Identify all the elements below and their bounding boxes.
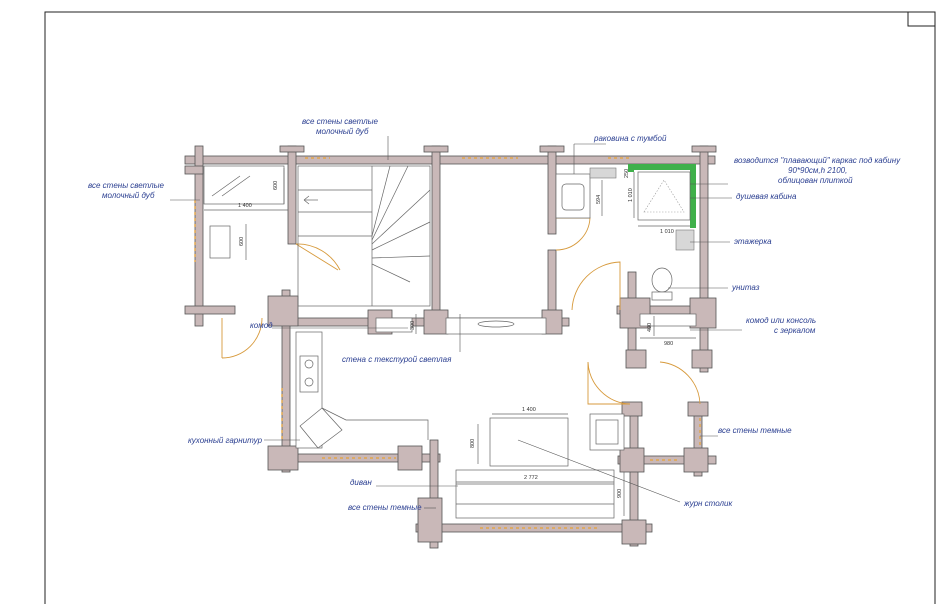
kitchen-set	[295, 331, 429, 449]
doors	[221, 217, 701, 405]
label-coffee-table: журн столик	[683, 499, 733, 508]
label-toilet: унитаз	[731, 283, 760, 292]
dim-2772: 2 772	[524, 475, 538, 481]
dim-594: 594	[596, 195, 602, 204]
bathroom	[555, 164, 697, 327]
label-walls-light-left-2: молочный дуб	[102, 191, 155, 200]
dim-900: 900	[617, 489, 623, 498]
label-walls-light-left-1: все стены светлые	[88, 181, 165, 190]
label-console-1: комод или консоль	[746, 316, 816, 325]
dim-980: 980	[664, 341, 673, 347]
label-sofa: диван	[350, 478, 372, 487]
walls	[184, 145, 717, 549]
dim-600-left: 600	[239, 237, 245, 246]
dim-1400-top: 1 400	[238, 203, 252, 209]
leader-lines	[170, 136, 742, 509]
dim-1010-h: 1 010	[660, 229, 674, 235]
label-kitchen: кухонный гарнитур	[188, 436, 263, 445]
annotations: все стены светлые молочный дуб все стены…	[88, 117, 901, 512]
label-sink: раковина с тумбой	[593, 134, 667, 143]
staircase	[297, 165, 431, 307]
dimension-texts: 1 400 600 600 300 594 250 1 010 1 010 40…	[238, 169, 674, 498]
dim-600-top: 600	[273, 181, 279, 190]
dim-1010-v: 1 010	[628, 188, 634, 202]
label-shelf: этажерка	[734, 237, 772, 246]
label-dresser: комод	[250, 321, 273, 330]
windows	[194, 157, 701, 529]
dim-800: 800	[470, 439, 476, 448]
dim-300: 300	[410, 321, 416, 330]
title-block-corner	[907, 11, 936, 27]
label-textured-wall: стена с текстурой светлая	[342, 355, 452, 364]
sheet-frame	[44, 11, 936, 604]
label-walls-dark-bottom: все стены темные	[348, 503, 422, 512]
dimension-lines	[204, 168, 696, 516]
hall-furniture	[203, 165, 547, 335]
label-shower-note-1: возводится "плавающий" каркас под кабину	[734, 156, 901, 165]
dim-250: 250	[624, 169, 630, 178]
label-shower-note-2: 90*90см,h 2100,	[788, 166, 847, 175]
living-furniture	[455, 413, 625, 519]
label-shower: душевая кабина	[736, 192, 797, 201]
label-walls-light-top-1: все стены светлые	[302, 117, 379, 126]
label-console-2: с зеркалом	[774, 326, 816, 335]
label-shower-note-3: облицован плиткой	[778, 176, 853, 185]
dim-1400-table: 1 400	[522, 407, 536, 413]
label-walls-light-top-2: молочный дуб	[316, 127, 369, 136]
label-walls-dark-right: все стены темные	[718, 426, 792, 435]
dim-400: 400	[647, 323, 653, 332]
